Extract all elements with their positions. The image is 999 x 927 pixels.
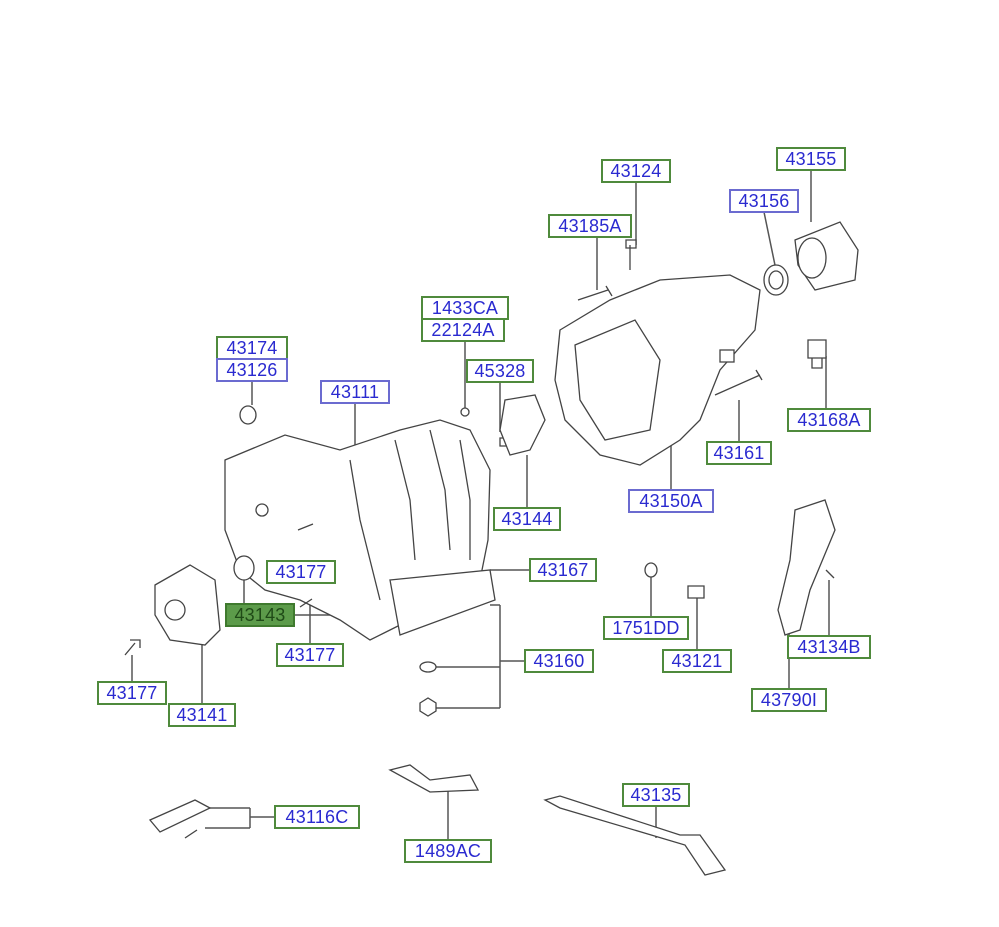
part-label-45328[interactable]: 45328	[466, 359, 534, 383]
part-drawings	[124, 221, 859, 876]
cover-43141	[154, 564, 221, 646]
part-label-43121[interactable]: 43121	[662, 649, 732, 673]
part-label-43141[interactable]: 43141	[168, 703, 236, 727]
part-label-43124[interactable]: 43124	[601, 159, 671, 183]
part-label-43790I[interactable]: 43790I	[751, 688, 827, 712]
part-label-43174[interactable]: 43174	[216, 336, 288, 360]
part-label-43116C[interactable]: 43116C	[274, 805, 360, 829]
part-label-43144[interactable]: 43144	[493, 507, 561, 531]
part-label-43135[interactable]: 43135	[622, 783, 690, 807]
part-label-43155[interactable]: 43155	[776, 147, 846, 171]
part-label-43185A[interactable]: 43185A	[548, 214, 632, 238]
part-label-43126[interactable]: 43126	[216, 358, 288, 382]
part-label-1433CA[interactable]: 1433CA	[421, 296, 509, 320]
part-label-43150A[interactable]: 43150A	[628, 489, 714, 513]
part-label-1489AC[interactable]: 1489AC	[404, 839, 492, 863]
part-label-22124A[interactable]: 22124A	[421, 318, 505, 342]
part-label-43156[interactable]: 43156	[729, 189, 799, 213]
part-label-43143-selected[interactable]: 43143	[225, 603, 295, 627]
part-label-43111[interactable]: 43111	[320, 380, 390, 404]
part-label-43134B[interactable]: 43134B	[787, 635, 871, 659]
part-label-43177[interactable]: 43177	[276, 643, 344, 667]
part-label-43167[interactable]: 43167	[529, 558, 597, 582]
part-label-43177[interactable]: 43177	[97, 681, 167, 705]
part-label-43168A[interactable]: 43168A	[787, 408, 871, 432]
part-label-43160[interactable]: 43160	[524, 649, 594, 673]
part-label-43177[interactable]: 43177	[266, 560, 336, 584]
part-label-43161[interactable]: 43161	[706, 441, 772, 465]
part-label-1751DD[interactable]: 1751DD	[603, 616, 689, 640]
